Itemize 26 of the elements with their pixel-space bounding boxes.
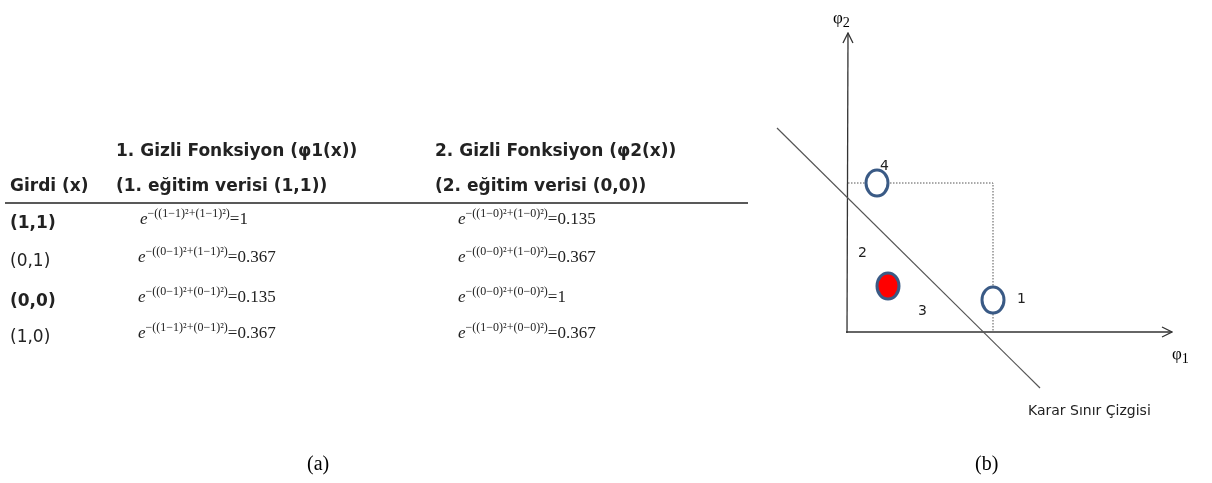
column-header: 1. Gizli Fonksiyon (φ1(x)) (116, 140, 358, 160)
subfigure-caption: (b) (975, 452, 999, 475)
point-number: 2 (858, 244, 867, 260)
axis-label: φ$_{1}$ (1172, 344, 1189, 368)
table-cell: (0,0) (10, 290, 56, 310)
axis-label: φ$_{2}$ (833, 8, 850, 32)
column-header: (1. eğitim verisi (1,1)) (116, 175, 328, 195)
point-number: 4 (880, 157, 889, 173)
table-cell: (1,0) (10, 326, 51, 346)
formula: e$^{−((0−1)²+(0−1)²)}$=0.135 (138, 284, 276, 307)
formula: e$^{−((0−0)²+(0−0)²)}$=1 (458, 284, 566, 307)
boundary-label: Karar Sınır Çizgisi (1028, 402, 1151, 418)
point-number: 3 (918, 302, 927, 318)
formula: e$^{−((0−1)²+(1−1)²)}$=0.367 (138, 244, 276, 267)
point-number: 1 (1017, 290, 1026, 306)
formula: e$^{−((1−0)²+(1−0)²)}$=0.135 (458, 206, 596, 229)
column-header: Girdi (x) (10, 175, 89, 195)
column-header: 2. Gizli Fonksiyon (φ2(x)) (435, 140, 677, 160)
formula: e$^{−((1−1)²+(1−1)²)}$=1 (140, 206, 248, 229)
table-cell: (0,1) (10, 250, 51, 270)
table-cell: (1,1) (10, 212, 56, 232)
formula: e$^{−((1−0)²+(0−0)²)}$=0.367 (458, 320, 596, 343)
formula: e$^{−((0−0)²+(1−0)²)}$=0.367 (458, 244, 596, 267)
subfigure-caption: (a) (307, 452, 330, 475)
formula: e$^{−((1−1)²+(0−1)²)}$=0.367 (138, 320, 276, 343)
column-header: (2. eğitim verisi (0,0)) (435, 175, 647, 195)
